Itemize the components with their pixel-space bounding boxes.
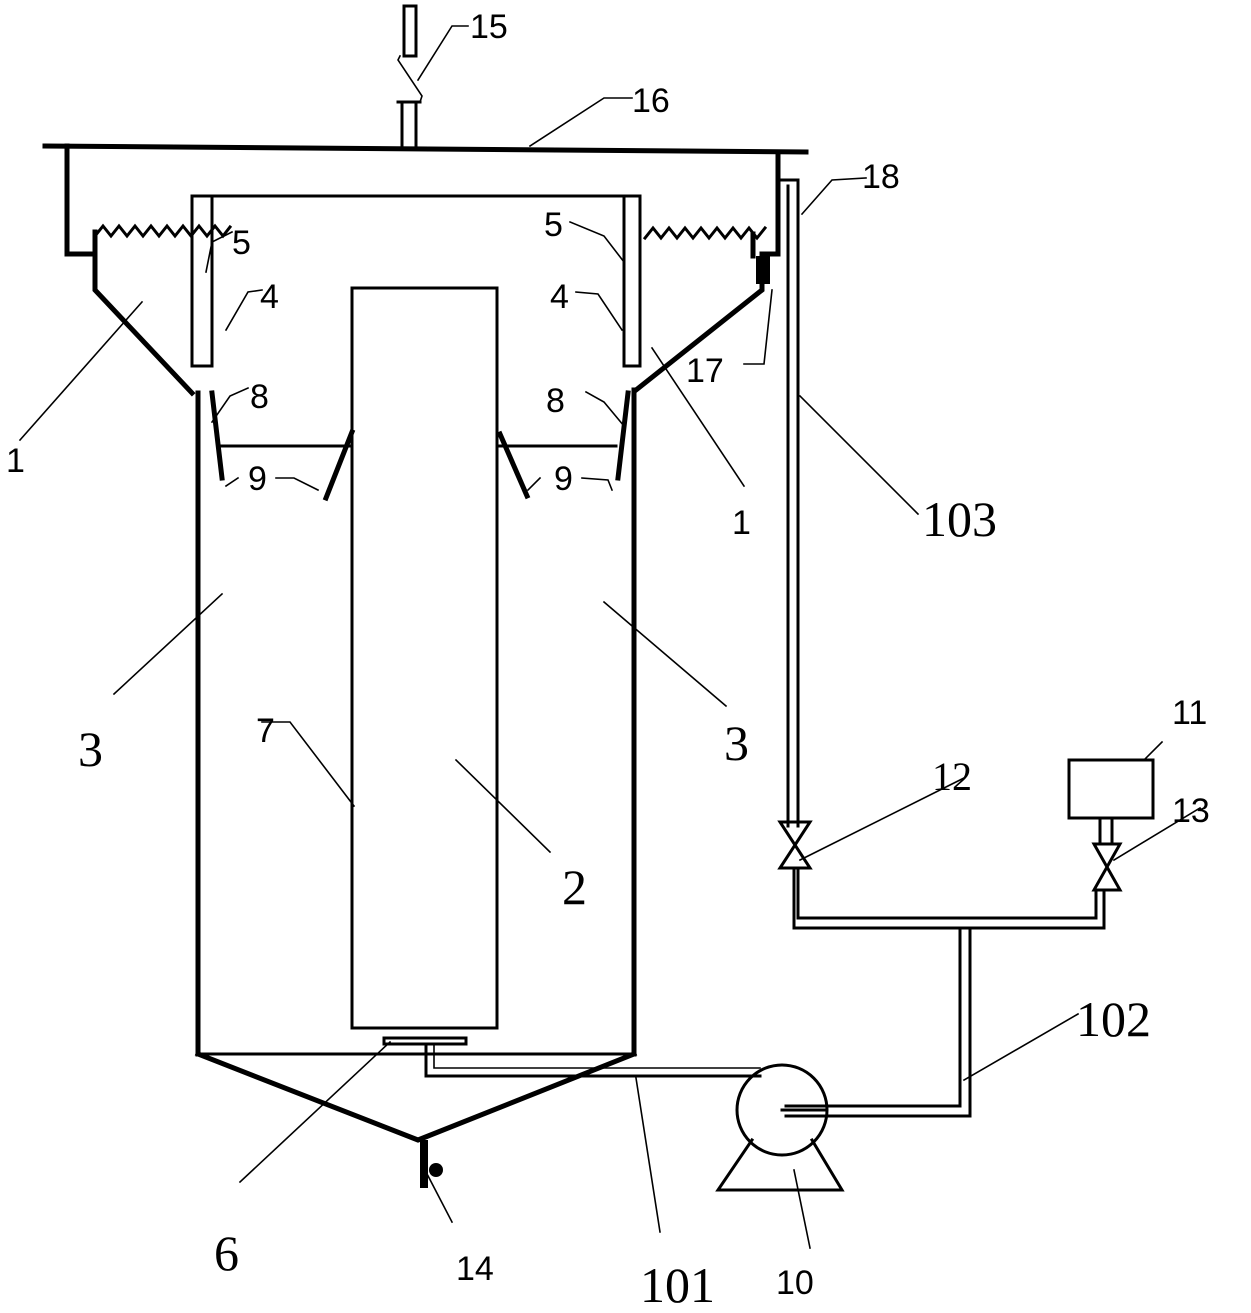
label-18: 18 [862,158,900,196]
label-102: 102 [1076,991,1151,1047]
draft-tube [350,286,499,1030]
pump [715,1063,845,1192]
leader-lines [18,25,1202,1249]
label-5-left: 5 [232,224,251,262]
label-10: 10 [776,1264,814,1302]
label-16: 16 [632,82,670,120]
distributor [382,1036,762,1078]
top-cover [42,143,809,257]
dosing-tank [1067,758,1155,820]
label-1-left: 1 [6,442,25,480]
label-7: 7 [256,712,275,750]
left-trough [92,223,233,397]
vent-pipe [396,4,423,148]
label-3-right: 3 [724,715,749,771]
label-8-right: 8 [546,382,565,420]
label-103: 103 [922,491,997,547]
label-5-right: 5 [544,206,563,244]
recycle-pipe [776,178,1106,930]
label-14: 14 [456,1250,494,1288]
pump-outlet-pipe [784,926,972,1118]
valve-13 [1091,818,1123,892]
label-3-left: 3 [78,721,103,777]
main-vessel [194,387,638,1143]
valve-12 [777,820,813,870]
drain-valve [420,1140,443,1188]
label-1-right: 1 [732,504,751,542]
label-6: 6 [214,1225,239,1281]
label-4-left: 4 [260,278,279,316]
label-101: 101 [640,1257,715,1313]
label-15: 15 [470,8,508,46]
label-11: 11 [1172,694,1207,732]
label-9-left: 9 [248,460,267,498]
label-13: 13 [1172,792,1210,830]
label-8-left: 8 [250,378,269,416]
upper-inner-chamber [190,194,642,368]
label-2: 2 [562,859,587,915]
label-17: 17 [686,352,724,390]
label-9-right: 9 [554,460,573,498]
label-4-right: 4 [550,278,569,316]
overflow-fitting [756,256,770,284]
deflectors [209,390,631,502]
label-12: 12 [932,754,972,799]
